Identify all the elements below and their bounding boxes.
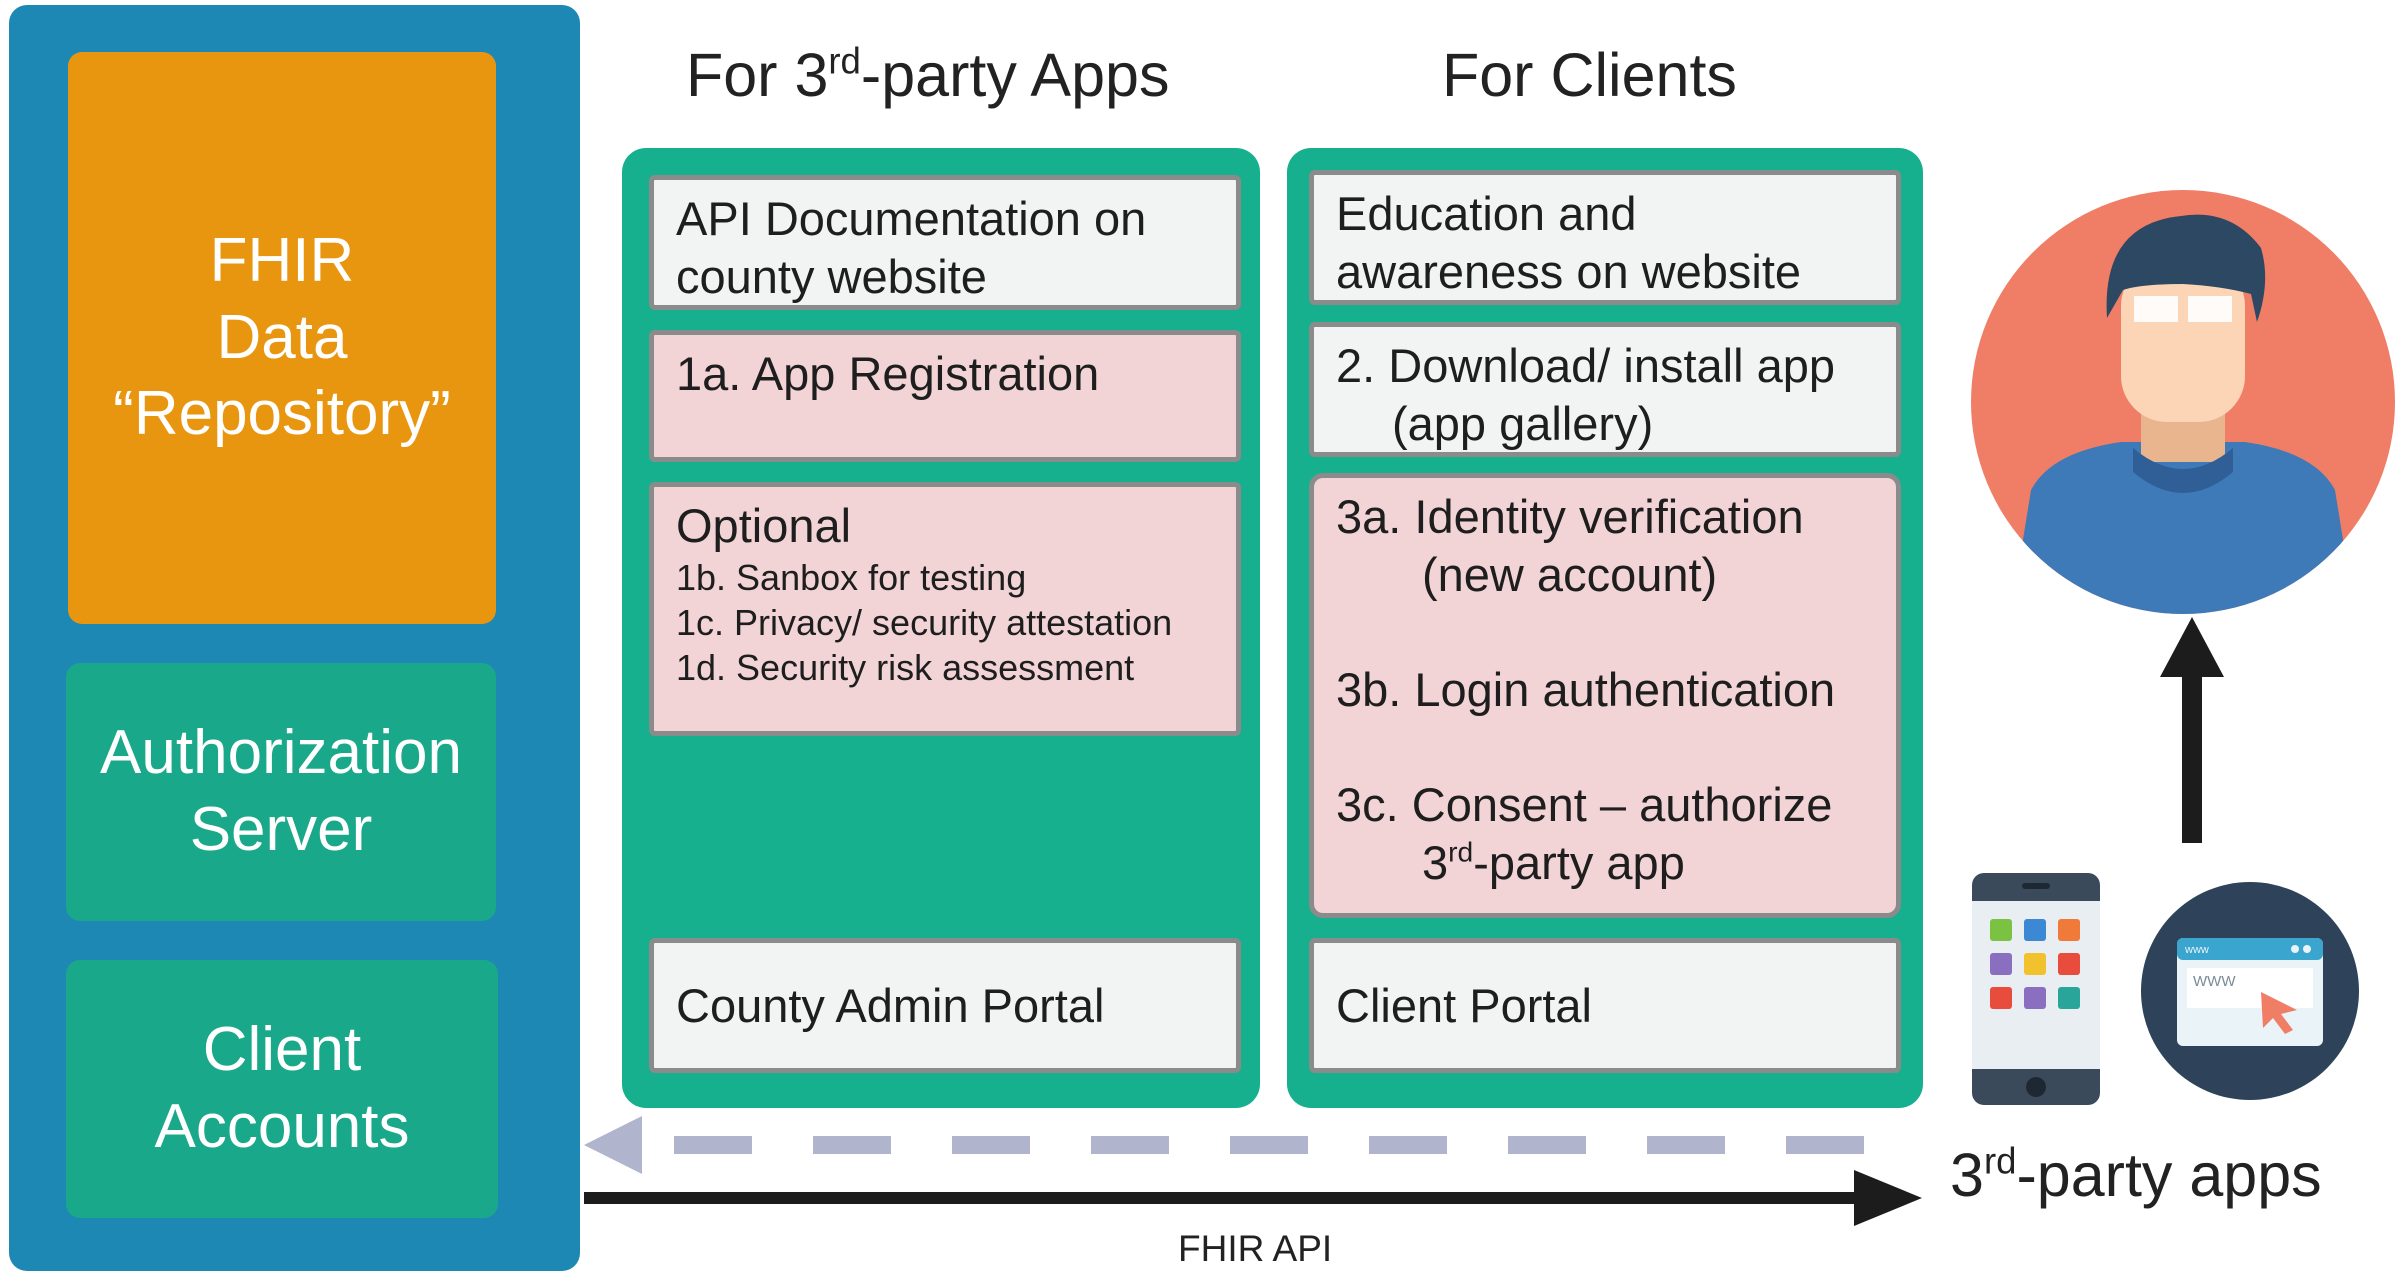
- person-avatar-icon: [1971, 190, 2395, 614]
- accounts-line-1: Client: [202, 1015, 362, 1085]
- county-admin-portal-card: County Admin Portal: [649, 938, 1241, 1073]
- education-line-2: awareness on website: [1336, 245, 1802, 298]
- fhir-api-label: FHIR API: [1178, 1228, 1333, 1269]
- client-portal-card: Client Portal: [1309, 938, 1901, 1073]
- client-accounts-block: Client Accounts: [66, 960, 498, 1218]
- dashed-arrow-left-icon: [584, 1116, 1874, 1174]
- education-card: Education and awareness on website: [1309, 170, 1901, 305]
- client-portal-label: Client Portal: [1336, 978, 1592, 1032]
- fhir-line-3: “Repository”: [113, 379, 451, 449]
- identity-consent-card: 3a. Identity verification (new account) …: [1309, 473, 1901, 918]
- consent-line-2: 3rd-party app: [1422, 835, 1685, 889]
- api-doc-line-1: API Documentation on: [676, 192, 1147, 245]
- identity-line-1: 3a. Identity verification: [1336, 490, 1804, 543]
- app-registration-label: 1a. App Registration: [676, 347, 1100, 400]
- optional-item-sandbox: 1b. Sanbox for testing: [676, 557, 1027, 598]
- download-line-2: (app gallery): [1392, 397, 1654, 450]
- optional-steps-card: Optional 1b. Sanbox for testing 1c. Priv…: [649, 482, 1241, 736]
- smartphone-icon: [1972, 873, 2100, 1105]
- api-documentation-card: API Documentation on county website: [649, 175, 1241, 310]
- consent-line-1: 3c. Consent – authorize: [1336, 778, 1833, 831]
- svg-text:WWW: WWW: [2193, 973, 2236, 990]
- app-registration-card: 1a. App Registration: [649, 330, 1241, 462]
- login-authentication-label: 3b. Login authentication: [1336, 663, 1836, 716]
- county-admin-portal-label: County Admin Portal: [676, 978, 1105, 1032]
- download-app-card: 2. Download/ install app (app gallery): [1309, 322, 1901, 457]
- arrow-right-icon: [584, 1170, 1922, 1226]
- arrow-up-icon: [2160, 617, 2224, 843]
- third-party-apps-label: 3rd-party apps: [1950, 1140, 2322, 1209]
- api-doc-line-2: county website: [676, 250, 987, 303]
- fhir-line-1: FHIR: [209, 225, 355, 295]
- accounts-line-2: Accounts: [154, 1092, 410, 1161]
- fhir-data-repository-block: FHIR Data “Repository”: [68, 52, 496, 624]
- identity-line-2: (new account): [1422, 548, 1718, 601]
- download-line-1: 2. Download/ install app: [1336, 339, 1836, 392]
- auth-line-2: Server: [189, 795, 373, 864]
- auth-line-1: Authorization: [100, 718, 462, 788]
- svg-text:www: www: [2184, 944, 2209, 956]
- optional-item-attestation: 1c. Privacy/ security attestation: [676, 602, 1173, 643]
- authorization-server-block: Authorization Server: [66, 663, 496, 921]
- education-line-1: Education and: [1336, 187, 1637, 240]
- optional-item-risk: 1d. Security risk assessment: [676, 647, 1135, 688]
- clients-column-heading: For Clients: [1442, 41, 1737, 109]
- optional-title: Optional: [676, 499, 852, 552]
- fhir-line-2: Data: [216, 302, 348, 372]
- browser-window-icon: www WWW: [2141, 882, 2359, 1100]
- apps-column-heading: For 3rd-party Apps: [686, 40, 1170, 109]
